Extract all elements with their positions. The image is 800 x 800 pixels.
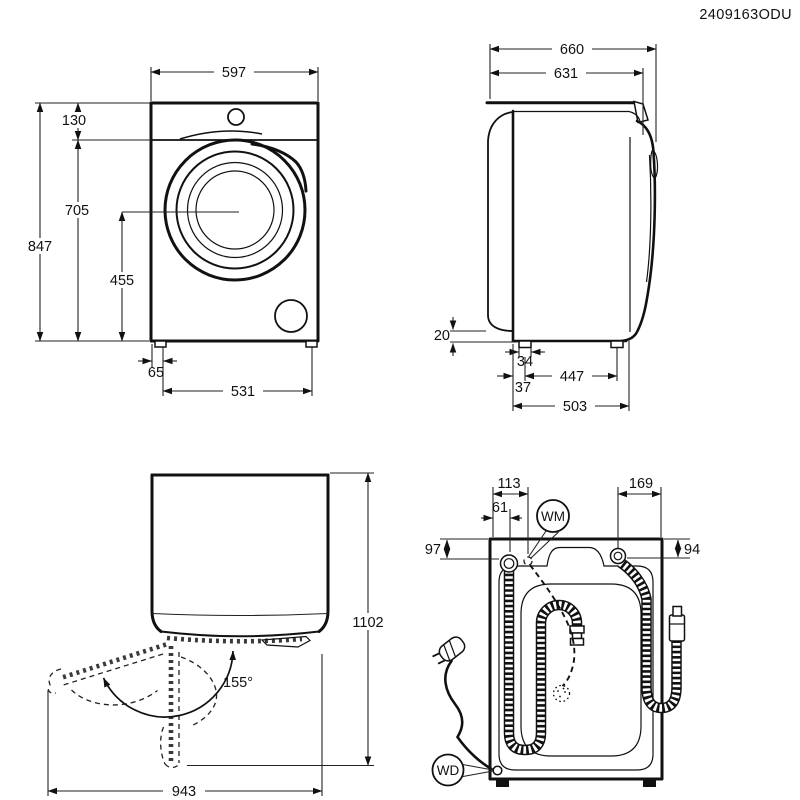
dim-top-width-open: 943	[172, 784, 196, 800]
dim-side-foot-spacing: 447	[560, 369, 584, 385]
top-view-dimensions: 1102 943	[47, 472, 391, 800]
drain-hose	[617, 558, 686, 714]
power-plug	[432, 636, 466, 665]
dim-side-rear-foot-offset: 37	[515, 380, 531, 396]
drain-elbow-fitting	[668, 614, 686, 642]
dim-front-door-center-base: 455	[110, 273, 134, 289]
door-90-cap	[160, 726, 179, 769]
wm-balloon: WM	[528, 499, 570, 559]
dim-front-width: 597	[222, 65, 246, 81]
rear-view: WM WD 113 61 169 97	[425, 476, 700, 787]
door-glass-inner	[195, 170, 275, 250]
dim-front-panel-height: 130	[62, 113, 86, 129]
door-handle-edge	[250, 142, 308, 193]
dim-rear-right-drop: 94	[684, 542, 700, 558]
program-knob	[227, 108, 245, 126]
wm-attach-point	[523, 556, 533, 566]
door-155-glass-dome	[71, 689, 158, 706]
hose-fitting-neck	[571, 632, 583, 640]
front-foot-right	[305, 340, 318, 348]
drain-outlet-inner	[613, 551, 623, 561]
door-90-glass-dome	[180, 656, 218, 728]
wm-label: WM	[541, 509, 565, 524]
water-inlet-valve	[499, 554, 519, 573]
rear-view-dimensions: 113 61 169 97 94	[425, 476, 700, 560]
dim-rear-cord-offset: 61	[492, 500, 508, 516]
door-155-edge	[59, 653, 164, 687]
dim-side-base-depth: 503	[563, 399, 587, 415]
door-open-155	[47, 642, 167, 706]
door-155-cap	[47, 668, 62, 694]
hose-fitting-collar	[569, 625, 585, 634]
door-top-trim	[179, 130, 263, 140]
dim-front-total-height: 847	[28, 239, 52, 255]
rear-cover	[487, 111, 514, 332]
rear-panel-contours	[498, 546, 654, 771]
side-view-outline	[485, 100, 659, 349]
door-glass-outer	[186, 161, 284, 259]
dim-side-depth-total: 660	[560, 42, 584, 58]
front-view-outline	[149, 101, 320, 348]
door-open-90	[160, 646, 218, 769]
dim-top-depth-open: 1102	[352, 615, 383, 631]
hose-fitting-end	[569, 637, 585, 646]
top-view-outline	[150, 473, 330, 648]
lid-front-corner	[628, 110, 641, 122]
drain-outlet	[609, 547, 627, 565]
door-seal-band	[166, 635, 303, 644]
lid-hinge-tab	[633, 100, 649, 124]
door-swing-arc	[102, 650, 237, 718]
dim-door-angle: 155°	[223, 675, 253, 691]
dim-side-base-gap: 20	[434, 328, 450, 344]
dim-rear-drain-offset: 169	[629, 476, 653, 492]
front-door-profile	[619, 119, 657, 343]
side-foot-front	[610, 340, 624, 349]
dim-rear-inlet-offset: 113	[497, 476, 520, 492]
dim-side-depth-body: 631	[554, 66, 578, 82]
water-inlet-valve-inner	[503, 558, 515, 569]
dim-front-door-center-height: 705	[65, 203, 89, 219]
power-cord	[432, 636, 503, 776]
part-code: 2409163ODU	[699, 7, 792, 23]
door-ring	[175, 150, 295, 270]
door-outer-ring	[163, 138, 307, 282]
wm-hose-path	[529, 564, 576, 687]
contour-outer	[498, 546, 654, 771]
door-handle-top	[260, 635, 311, 648]
front-view-dimensions: 597 847 130 705 455 65 53	[21, 64, 319, 400]
inlet-hose	[503, 571, 585, 756]
dim-rear-left-drop: 97	[425, 542, 441, 558]
dim-front-foot-spacing: 531	[231, 384, 255, 400]
dim-front-foot-inset: 65	[148, 365, 164, 381]
door-handle-pocket	[650, 149, 659, 180]
door-glass-profile	[645, 154, 652, 283]
right-side	[317, 473, 330, 633]
rear-foot-left	[496, 779, 509, 787]
drain-elbow-tip	[672, 605, 683, 617]
front-face	[160, 630, 320, 638]
wd-balloon: WD	[431, 753, 494, 787]
door-155-slab	[61, 642, 167, 680]
top-view: 155° 1102 943	[47, 472, 391, 800]
rear-foot-right	[643, 779, 656, 787]
left-side	[150, 473, 163, 633]
wd-label: WD	[437, 763, 460, 778]
wm-routing	[523, 556, 576, 703]
rear-panel	[488, 537, 664, 781]
front-view: 597 847 130 705 455 65 53	[21, 64, 320, 400]
front-foot-left	[154, 340, 167, 348]
wm-outlet-splash	[552, 684, 571, 703]
side-foot-rear	[518, 340, 532, 349]
wd-connection-point	[492, 765, 503, 776]
pump-access-door	[274, 299, 308, 333]
side-view: 660 631 20 34 447 37 503	[434, 41, 659, 415]
front-seam	[151, 612, 329, 617]
front-cabinet	[149, 101, 320, 343]
side-view-dimensions: 660 631 20 34 447 37 503	[434, 41, 657, 415]
